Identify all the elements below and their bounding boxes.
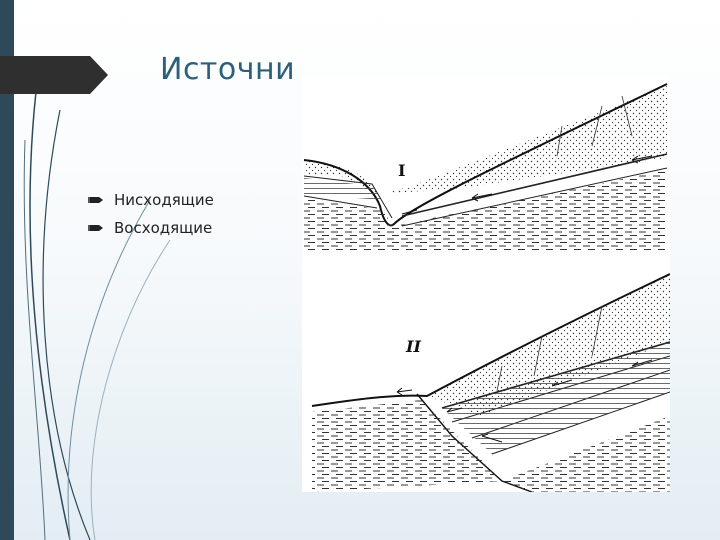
spring-cross-section-figure: I II bbox=[302, 76, 670, 492]
bullet-label: Нисходящие bbox=[114, 191, 214, 209]
bullet-item-descending: Нисходящие bbox=[88, 186, 214, 214]
bullet-list: Нисходящие Восходящие bbox=[88, 186, 214, 242]
title-tab-shape bbox=[0, 56, 108, 94]
bullet-label: Восходящие bbox=[114, 219, 213, 237]
diagram-descending: I bbox=[303, 83, 668, 252]
decorative-curves bbox=[23, 59, 171, 540]
pencil-bullet-icon bbox=[88, 197, 103, 203]
left-accent-bar bbox=[0, 0, 14, 540]
diagram-label-ii: II bbox=[405, 337, 421, 356]
pencil-bullet-icon bbox=[88, 225, 103, 231]
bullet-item-ascending: Восходящие bbox=[88, 214, 214, 242]
diagram-ascending: II bbox=[311, 273, 670, 492]
diagram-label-i: I bbox=[398, 161, 405, 180]
slide-title: Источни bbox=[160, 52, 296, 87]
